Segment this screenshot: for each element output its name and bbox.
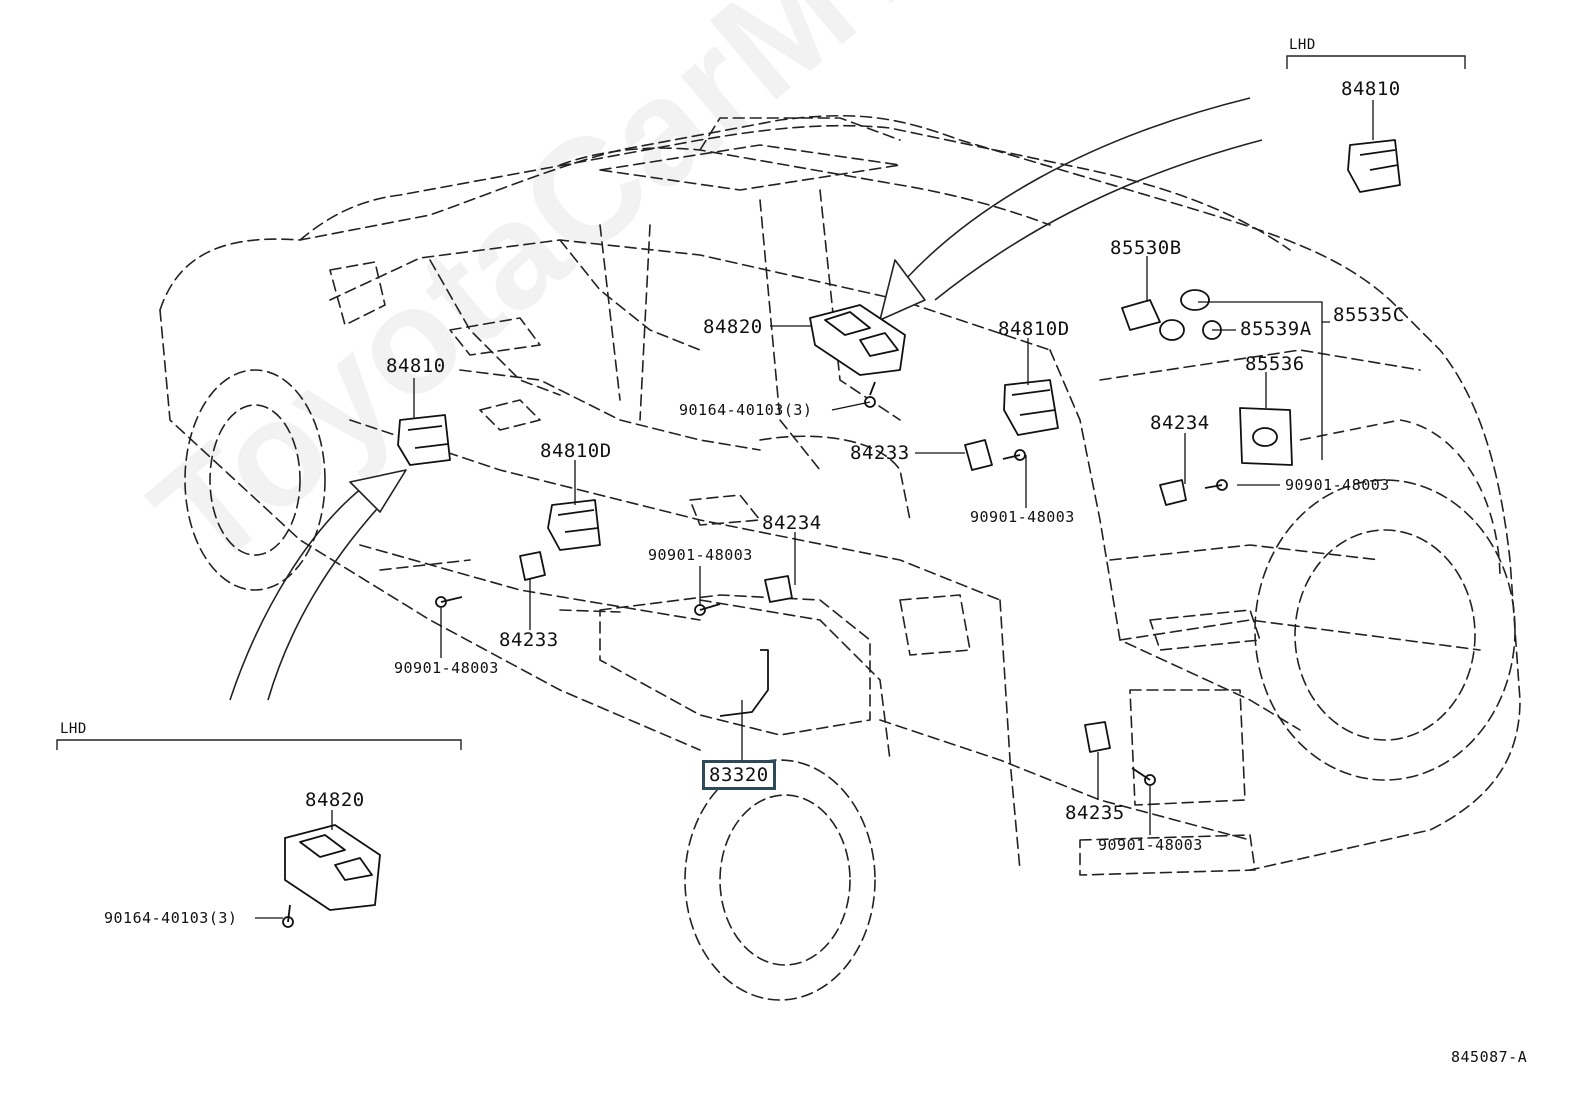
lhd-top-label: LHD [1289,37,1316,53]
part-84233-left[interactable]: 84233 [499,629,559,651]
part-84233-right[interactable]: 84233 [850,442,910,464]
part-90164-40103-lhd[interactable]: 90164-40103(3) [104,909,238,927]
part-90901-48003-mid[interactable]: 90901-48003 [648,546,753,564]
lhd-bottom-label: LHD [60,721,87,737]
part-90901-48003-door[interactable]: 90901-48003 [970,508,1075,526]
part-85536[interactable]: 85536 [1245,353,1305,375]
part-84234-mid[interactable]: 84234 [762,512,822,534]
part-84810d-mid[interactable]: 84810D [540,440,612,462]
part-84820[interactable]: 84820 [703,316,763,338]
part-84810-left[interactable]: 84810 [386,355,446,377]
part-90901-48003-right[interactable]: 90901-48003 [1285,476,1390,494]
part-84235[interactable]: 84235 [1065,802,1125,824]
part-85535c[interactable]: 85535C [1333,304,1405,326]
part-85539a[interactable]: 85539A [1240,318,1312,340]
part-84810d-right[interactable]: 84810D [998,318,1070,340]
part-85530b[interactable]: 85530B [1110,237,1182,259]
part-90901-48003-left[interactable]: 90901-48003 [394,659,499,677]
part-84810-lhd[interactable]: 84810 [1341,78,1401,100]
part-84820-lhd[interactable]: 84820 [305,789,365,811]
part-90164-40103-top[interactable]: 90164-40103(3) [679,401,813,419]
diagram-id: 845087-A [1451,1048,1528,1066]
part-84234-right[interactable]: 84234 [1150,412,1210,434]
part-90901-48003-rear[interactable]: 90901-48003 [1098,836,1203,854]
part-83320-highlighted[interactable]: 83320 [702,760,776,790]
